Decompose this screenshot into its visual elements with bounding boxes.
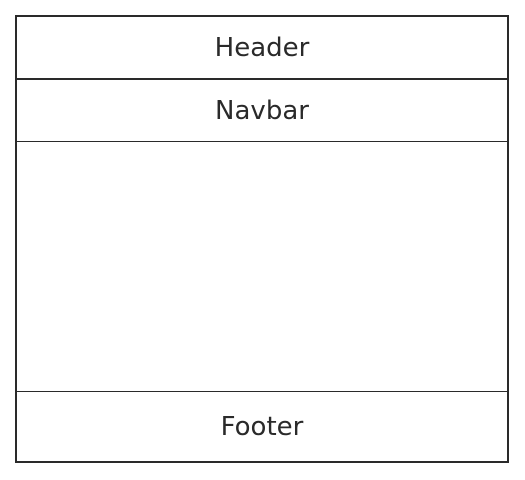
navbar-label: Navbar <box>215 95 309 126</box>
page-layout-frame: Header Navbar Footer <box>15 15 509 463</box>
header-region: Header <box>17 17 507 80</box>
header-label: Header <box>214 32 310 63</box>
footer-label: Footer <box>220 411 304 442</box>
navbar-region: Navbar <box>17 80 507 142</box>
footer-region: Footer <box>17 392 507 461</box>
content-region <box>17 142 507 392</box>
